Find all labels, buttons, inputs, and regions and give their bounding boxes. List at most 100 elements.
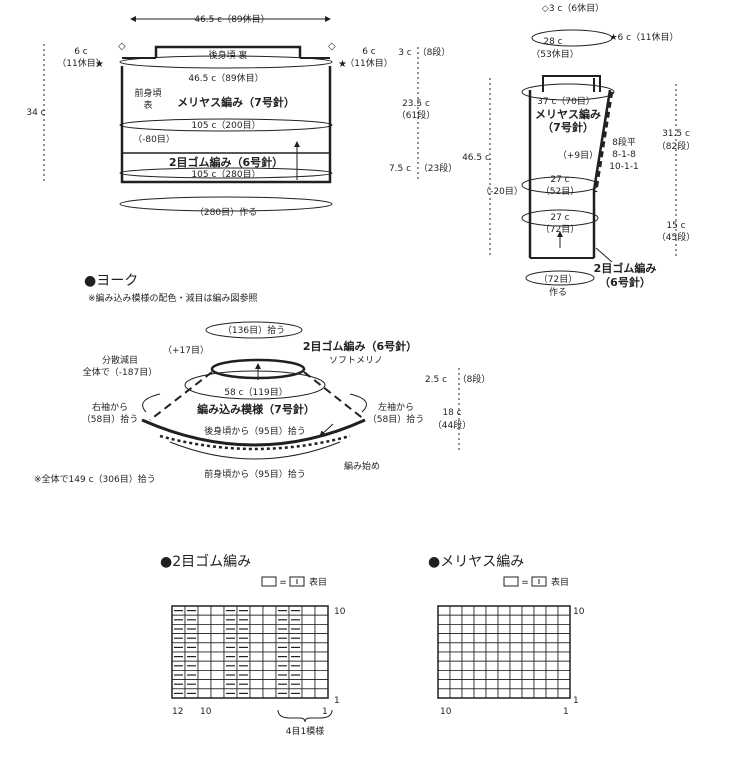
grid-cell xyxy=(473,688,487,699)
grid-cell xyxy=(461,688,475,699)
grid-cell xyxy=(497,633,511,644)
grid-cell xyxy=(301,614,316,625)
grid-cell xyxy=(557,642,571,653)
grid-cell xyxy=(262,624,277,635)
mid-height: 23.5 c xyxy=(402,99,430,109)
cast-on-ellipse xyxy=(119,196,333,212)
body-rib-stitch: 2目ゴム編み（6号針） xyxy=(169,155,283,169)
grid-cell xyxy=(437,624,451,635)
grid-cell xyxy=(210,614,225,625)
grid-cell xyxy=(545,633,559,644)
sleeve-upper-width: 37 c（70目） xyxy=(537,96,595,107)
body-main-stitch: メリヤス編み（7号針） xyxy=(177,95,295,109)
grid-cell xyxy=(197,614,212,625)
grid-cell xyxy=(545,642,559,653)
grid-cell xyxy=(249,633,264,644)
sleeve-rib-1: 2目ゴム編み xyxy=(594,261,657,275)
sleeve-leader xyxy=(595,247,613,263)
rib-chart-section: ●2目ゴム編み = 表目 10 1 12 10 1 4目1模様 xyxy=(160,553,346,737)
grid-cell xyxy=(509,624,523,635)
grid-cell xyxy=(449,633,463,644)
sleeve-upper-rows: （82段） xyxy=(657,140,695,152)
back-label: 後身頃 裏 xyxy=(209,49,248,61)
legend2-text: 表目 xyxy=(551,576,569,588)
sleeve-cuff-width-1: 27 c xyxy=(550,213,569,223)
grid-cell xyxy=(210,679,225,690)
grid-cell xyxy=(509,670,523,681)
grid-cell xyxy=(301,660,316,671)
grid-cell xyxy=(473,633,487,644)
grid-cell xyxy=(557,651,571,662)
body-cast-on: （280目）作る xyxy=(195,206,257,218)
grid-cell xyxy=(314,679,329,690)
grid-cell xyxy=(437,688,451,699)
grid-cell xyxy=(497,660,511,671)
grid-cell xyxy=(197,688,212,699)
grid-cell xyxy=(449,642,463,653)
grid-cell xyxy=(533,624,547,635)
body-width-mid: 105 c（200目） xyxy=(191,120,260,131)
sleeve-cuff-height: 15 c xyxy=(666,221,685,231)
grid-cell xyxy=(437,651,451,662)
grid-cell xyxy=(509,679,523,690)
legend2-knit-box xyxy=(531,576,547,587)
grid-cell xyxy=(249,614,264,625)
sleeve-cast-on-2: 作る xyxy=(549,286,567,298)
sleeve-rib-2: （6号針） xyxy=(599,275,651,289)
grid-cell xyxy=(509,642,523,653)
grid-cell xyxy=(521,679,535,690)
grid-cell xyxy=(314,605,329,616)
grid-cell xyxy=(557,605,571,616)
grid-cell xyxy=(521,605,535,616)
body-height-total: 34 c xyxy=(26,108,45,118)
grid-cell xyxy=(262,605,277,616)
grid-cell xyxy=(262,642,277,653)
grid-cell xyxy=(301,688,316,699)
yoke-neck-count-ellipse xyxy=(184,370,326,400)
grid-cell xyxy=(449,688,463,699)
grid-cell xyxy=(521,642,535,653)
grid-cell xyxy=(545,614,559,625)
grid-cell xyxy=(497,624,511,635)
yoke-bind-off: ソフトメリノ xyxy=(329,356,383,366)
st-row-top: 10 xyxy=(573,607,585,617)
grid-cell xyxy=(485,605,499,616)
grid-cell xyxy=(533,642,547,653)
grid-cell xyxy=(485,660,499,671)
grid-cell xyxy=(473,642,487,653)
sleeve-incr-2: 8-1-8 xyxy=(612,150,636,160)
sleeve-upper-ellipse xyxy=(521,83,615,101)
rib-chart-heading: ●2目ゴム編み xyxy=(160,553,251,570)
grid-cell xyxy=(262,633,277,644)
grid-cell xyxy=(301,679,316,690)
grid-cell xyxy=(557,679,571,690)
grid-cell xyxy=(314,633,329,644)
grid-cell xyxy=(533,614,547,625)
grid-cell xyxy=(533,670,547,681)
grid-cell xyxy=(262,670,277,681)
grid-cell xyxy=(249,660,264,671)
grid-cell xyxy=(197,660,212,671)
grid-cell xyxy=(210,651,225,662)
sleeve-mid-width-1: 27 c xyxy=(550,175,569,185)
grid-cell xyxy=(210,642,225,653)
rib-col-10: 10 xyxy=(200,707,212,717)
grid-cell xyxy=(473,670,487,681)
yoke-dec-2: 全体で（-187目） xyxy=(83,366,157,378)
yoke-right-sleeve-1: 右袖から xyxy=(92,401,128,413)
diamond-left: ◇ xyxy=(118,41,126,52)
sleeve-cast-on-ellipse xyxy=(525,270,595,286)
grid-cell xyxy=(485,679,499,690)
grid-cell xyxy=(473,660,487,671)
bottom-height: 7.5 c xyxy=(389,164,411,174)
yoke-pickup-dots xyxy=(159,434,351,451)
sleeve-increase-line xyxy=(594,91,614,193)
grid-cell xyxy=(497,679,511,690)
grid-cell xyxy=(437,633,451,644)
grid-cell xyxy=(497,642,511,653)
top-height: 3 c xyxy=(398,48,412,58)
star-left: ★ xyxy=(95,59,104,70)
sleeve-cuff-width-2: （72目） xyxy=(541,224,579,235)
grid-cell xyxy=(314,660,329,671)
grid-cell xyxy=(533,679,547,690)
